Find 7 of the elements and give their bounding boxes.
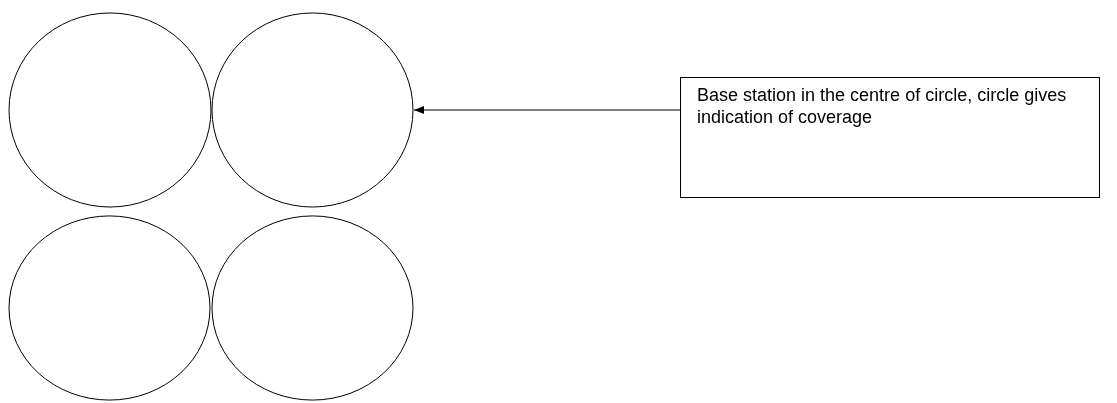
coverage-circle [8, 215, 211, 401]
text-box [680, 77, 1100, 198]
coverage-circle [8, 12, 212, 208]
description-text: Base station in the centre of circle, circle gives indication of coverage [697, 84, 1068, 128]
coverage-circle [211, 12, 414, 208]
arrow [413, 106, 681, 114]
coverage-circle [211, 215, 414, 401]
